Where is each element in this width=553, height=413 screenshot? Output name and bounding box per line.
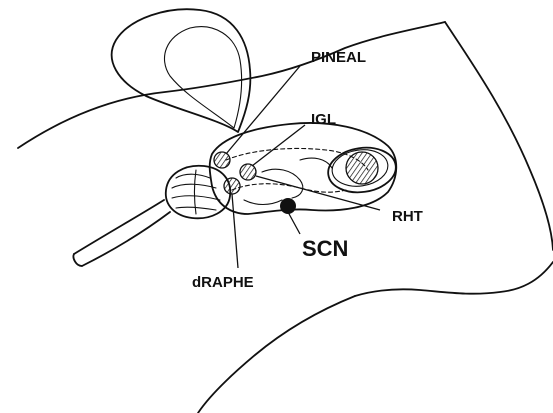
pineal-leader [226, 66, 300, 154]
label-scn: SCN [302, 236, 348, 261]
label-igl: IGL [311, 111, 336, 128]
igl-leader [252, 125, 305, 166]
igl-nucleus [240, 164, 256, 180]
draphe-nucleus [224, 178, 240, 194]
scn-nucleus [280, 198, 296, 214]
spinal-cord [73, 200, 170, 266]
head-outline [18, 22, 553, 413]
ear [112, 9, 251, 132]
pineal-gland [214, 152, 230, 168]
label-rht: RHT [392, 208, 423, 225]
label-pineal: PINEAL [311, 49, 366, 66]
cerebellum [166, 166, 230, 219]
label-draphe: dRAPHE [192, 274, 254, 291]
draphe-leader [232, 194, 238, 268]
scn-leader [288, 212, 300, 234]
